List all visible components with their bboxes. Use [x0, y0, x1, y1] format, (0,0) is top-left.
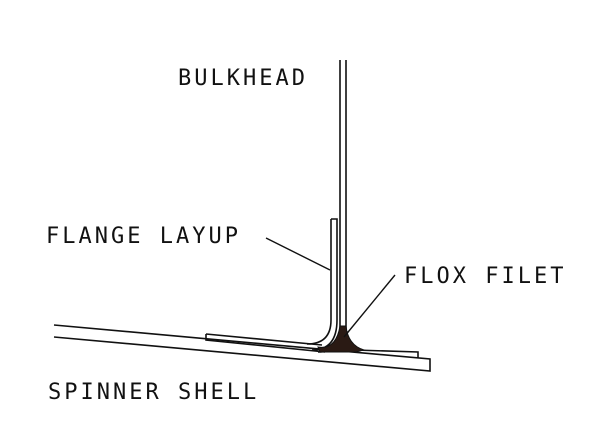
flange-layup-leader [265, 237, 331, 271]
spinner-shell-label: SPINNER SHELL [48, 380, 259, 405]
bulkhead-label: BULKHEAD [178, 66, 308, 91]
flange-layup-vertical [306, 218, 338, 351]
spinner-shell-plate [53, 324, 431, 372]
flox-filet-leader [343, 274, 396, 338]
flox-filet-shape [317, 325, 366, 353]
bulkhead-plate [317, 60, 355, 353]
flange-layup-base [205, 333, 419, 358]
flange-layup-label: FLANGE LAYUP [46, 224, 241, 249]
flox-filet-label: FLOX FILET [404, 264, 566, 289]
